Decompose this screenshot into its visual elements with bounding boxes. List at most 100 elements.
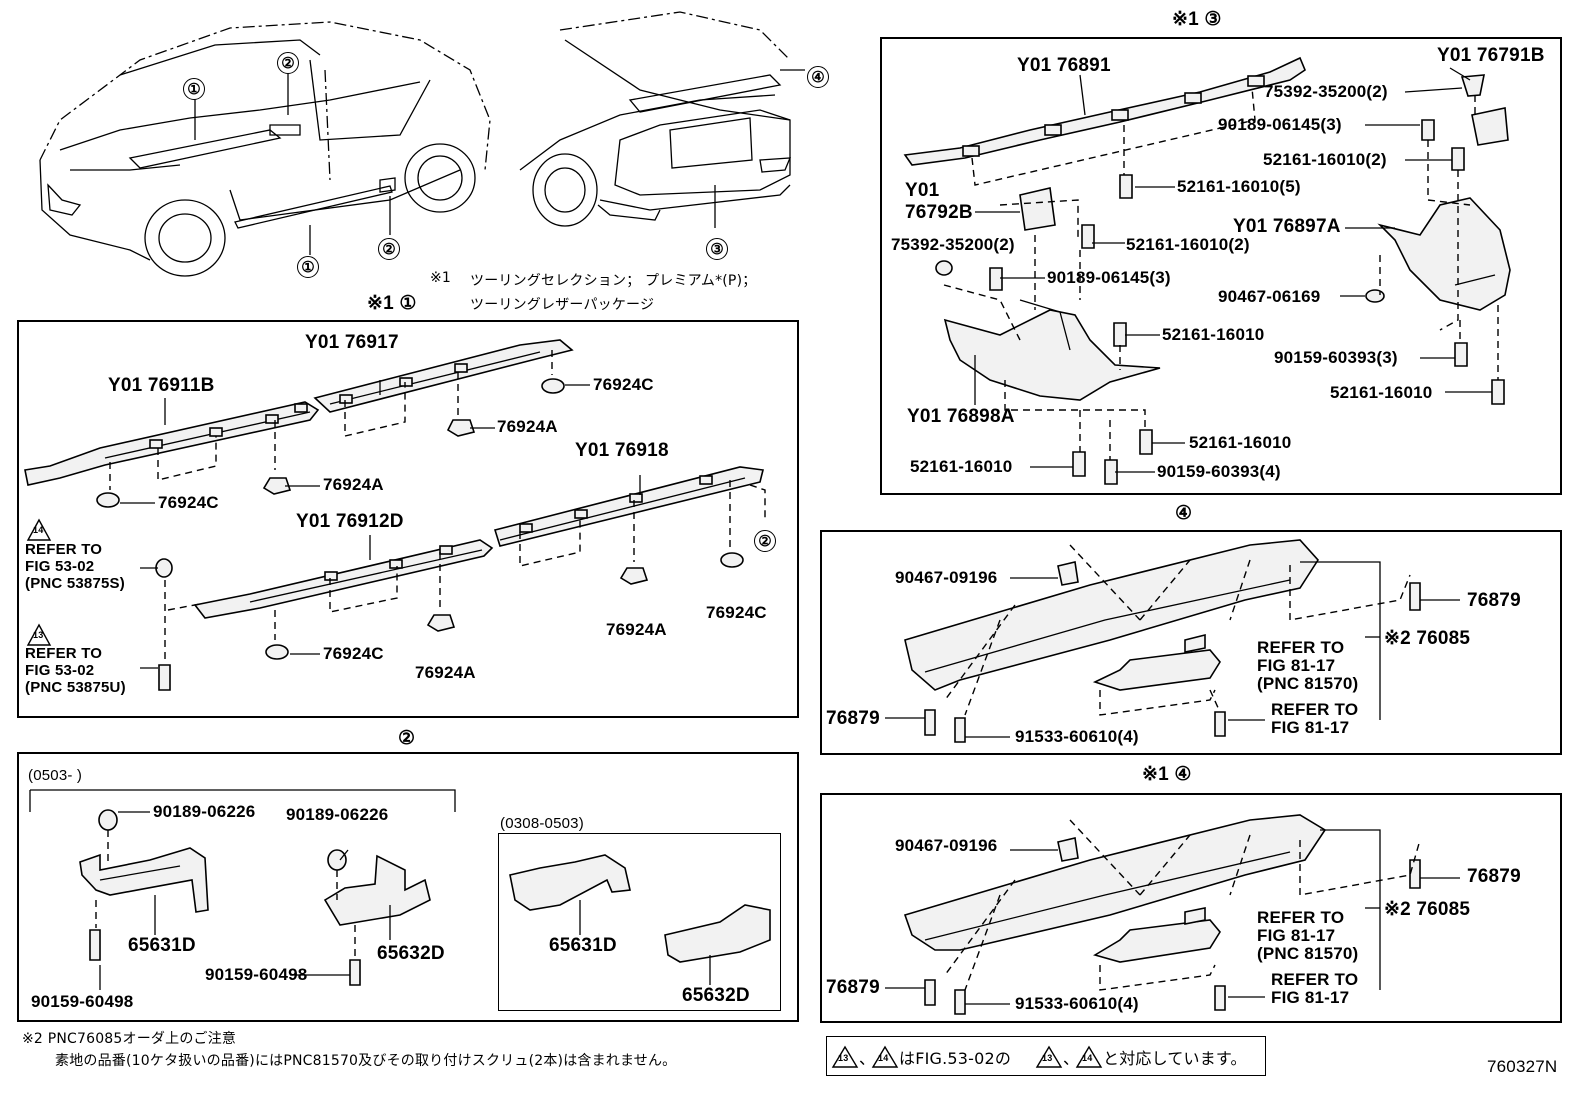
callout-1-top[interactable]: ① <box>183 78 205 100</box>
panel-5-parts <box>903 814 1421 1015</box>
part-label-65632d[interactable]: 65632D <box>377 943 445 964</box>
note-3-tri-14b: 14 <box>1082 1053 1093 1063</box>
refer-fig-81-17-line-1[interactable]: REFER TO <box>1271 970 1359 989</box>
part-label-90159-60393-3[interactable]: 90159-60393(3) <box>1274 348 1398 367</box>
part-label-52161-16010[interactable]: 52161-16010 <box>910 457 1013 476</box>
callout-2-top[interactable]: ② <box>277 52 299 74</box>
part-label-90189-06145-3[interactable]: 90189-06145(3) <box>1047 268 1171 287</box>
callout-2-panel-1[interactable]: ② <box>754 530 776 552</box>
part-label-76879[interactable]: 76879 <box>1467 590 1521 611</box>
part-label-90159-60498[interactable]: 90159-60498 <box>31 992 134 1011</box>
callout-3[interactable]: ③ <box>706 238 728 260</box>
part-label-91533-60610-4[interactable]: 91533-60610(4) <box>1015 994 1139 1013</box>
part-label-y01-76792b-line-2[interactable]: 76792B <box>905 202 973 223</box>
range-label-0308-0503: (0308-0503) <box>500 815 584 832</box>
part-label-90159-60498[interactable]: 90159-60498 <box>205 965 308 984</box>
part-label-76924c[interactable]: 76924C <box>158 493 219 512</box>
part-label-75392-35200-2[interactable]: 75392-35200(2) <box>891 235 1015 254</box>
part-label-91533-60610-4[interactable]: 91533-60610(4) <box>1015 727 1139 746</box>
part-label-90159-60393-4[interactable]: 90159-60393(4) <box>1157 462 1281 481</box>
note-2-line-2: 素地の品番(10ケタ扱いの品番)にはPNC81570及びその取り付けスクリュ(2… <box>55 1053 677 1069</box>
refer-13-line-1[interactable]: REFER TO <box>25 645 103 662</box>
part-label-76924a[interactable]: 76924A <box>415 663 476 682</box>
note-1-mark: ※1 <box>430 270 452 286</box>
warning-triangle-icon <box>26 518 52 541</box>
warning-triangle-icon <box>26 623 52 646</box>
note-1-line-2: ツーリングレザーパッケージ <box>470 297 655 313</box>
panel-2-frame <box>17 752 799 1022</box>
part-label-75392-35200-2[interactable]: 75392-35200(2) <box>1264 82 1388 101</box>
part-label-90467-09196[interactable]: 90467-09196 <box>895 568 998 587</box>
refer-13-line-3[interactable]: (PNC 53875U) <box>25 679 126 696</box>
warning-triangle-icon <box>831 1045 859 1068</box>
part-label-52161-16010-5[interactable]: 52161-16010(5) <box>1177 177 1301 196</box>
panel-1-frame <box>17 320 799 718</box>
part-label-65632d[interactable]: 65632D <box>682 985 750 1006</box>
car-front-view <box>39 21 491 277</box>
part-label-76085[interactable]: ※2 76085 <box>1384 899 1471 920</box>
refer-fig-81-17-line-2[interactable]: FIG 81-17 <box>1271 988 1350 1007</box>
callout-4[interactable]: ④ <box>807 66 829 88</box>
refer-fig-81-17-line-1[interactable]: REFER TO <box>1257 908 1345 927</box>
refer-fig-81-17-line-2[interactable]: FIG 81-17 <box>1271 718 1350 737</box>
part-label-90467-06169[interactable]: 90467-06169 <box>1218 287 1321 306</box>
refer-fig-81-17-line-2[interactable]: FIG 81-17 <box>1257 926 1336 945</box>
refer-14-line-1[interactable]: REFER TO <box>25 541 103 558</box>
refer-13-tri-number: 13 <box>33 630 44 640</box>
refer-fig-81-17-line-3[interactable]: (PNC 81570) <box>1257 944 1359 963</box>
part-label-52161-16010-2[interactable]: 52161-16010(2) <box>1126 235 1250 254</box>
part-label-y01-76917[interactable]: Y01 76917 <box>305 332 399 353</box>
part-label-y01-76891[interactable]: Y01 76891 <box>1017 55 1111 76</box>
part-label-76924a[interactable]: 76924A <box>323 475 384 494</box>
refer-fig-81-17-line-1[interactable]: REFER TO <box>1257 638 1345 657</box>
part-label-52161-16010[interactable]: 52161-16010 <box>1330 383 1433 402</box>
part-label-52161-16010-2[interactable]: 52161-16010(2) <box>1263 150 1387 169</box>
part-label-76085[interactable]: ※2 76085 <box>1384 628 1471 649</box>
warning-triangle-icon <box>871 1045 899 1068</box>
refer-14-tri-number: 14 <box>33 525 44 535</box>
part-label-90189-06226[interactable]: 90189-06226 <box>286 805 389 824</box>
refer-fig-81-17-line-3[interactable]: (PNC 81570) <box>1257 674 1359 693</box>
refer-fig-81-17-line-1[interactable]: REFER TO <box>1271 700 1359 719</box>
note-1-line-1: ツーリングセレクション； プレミアム*(P)； <box>470 273 757 289</box>
note-2-line-1: ※2 PNC76085オーダ上のご注意 <box>22 1031 237 1047</box>
refer-14-line-3[interactable]: (PNC 53875S) <box>25 575 125 592</box>
refer-14-line-2[interactable]: FIG 53-02 <box>25 558 95 575</box>
part-label-y01-76911b[interactable]: Y01 76911B <box>108 375 215 396</box>
part-label-y01-76897a[interactable]: Y01 76897A <box>1233 216 1341 237</box>
part-label-y01-76912d[interactable]: Y01 76912D <box>296 511 404 532</box>
part-label-76924a[interactable]: 76924A <box>497 417 558 436</box>
part-label-90467-09196[interactable]: 90467-09196 <box>895 836 998 855</box>
note-3-tri-14a: 14 <box>878 1053 889 1063</box>
part-label-y01-76792b-line-1[interactable]: Y01 <box>905 180 940 201</box>
part-label-y01-76898a[interactable]: Y01 76898A <box>907 406 1015 427</box>
part-label-76924c[interactable]: 76924C <box>593 375 654 394</box>
part-label-76879[interactable]: 76879 <box>826 708 880 729</box>
part-label-52161-16010[interactable]: 52161-16010 <box>1162 325 1265 344</box>
refer-fig-81-17-line-2[interactable]: FIG 81-17 <box>1257 656 1336 675</box>
section-title-2: ② <box>398 728 416 749</box>
part-label-76879[interactable]: 76879 <box>826 977 880 998</box>
part-label-y01-76791b[interactable]: Y01 76791B <box>1437 45 1545 66</box>
part-label-76879[interactable]: 76879 <box>1467 866 1521 887</box>
part-label-90189-06226[interactable]: 90189-06226 <box>153 802 256 821</box>
callout-2-bottom[interactable]: ② <box>378 238 400 260</box>
part-label-y01-76918[interactable]: Y01 76918 <box>575 440 669 461</box>
refer-13-line-2[interactable]: FIG 53-02 <box>25 662 95 679</box>
panel-4-parts <box>904 539 1421 743</box>
panel-1-parts <box>24 339 766 691</box>
panel-2-parts <box>29 789 771 986</box>
part-label-76924a[interactable]: 76924A <box>606 620 667 639</box>
part-label-65631d[interactable]: 65631D <box>128 935 196 956</box>
part-label-52161-16010[interactable]: 52161-16010 <box>1189 433 1292 452</box>
part-label-65631d[interactable]: 65631D <box>549 935 617 956</box>
diagram-code: 760327N <box>1487 1057 1558 1076</box>
panel-3-parts <box>903 56 1511 485</box>
note-3-text-2: はFIG.53-02の <box>899 1049 1012 1068</box>
part-label-76924c[interactable]: 76924C <box>323 644 384 663</box>
section-title-1: ※1 ① <box>367 293 417 314</box>
part-label-90189-06145-3[interactable]: 90189-06145(3) <box>1218 115 1342 134</box>
note-3-text-4: と対応しています。 <box>1103 1049 1247 1068</box>
callout-1-bottom[interactable]: ① <box>297 256 319 278</box>
part-label-76924c[interactable]: 76924C <box>706 603 767 622</box>
